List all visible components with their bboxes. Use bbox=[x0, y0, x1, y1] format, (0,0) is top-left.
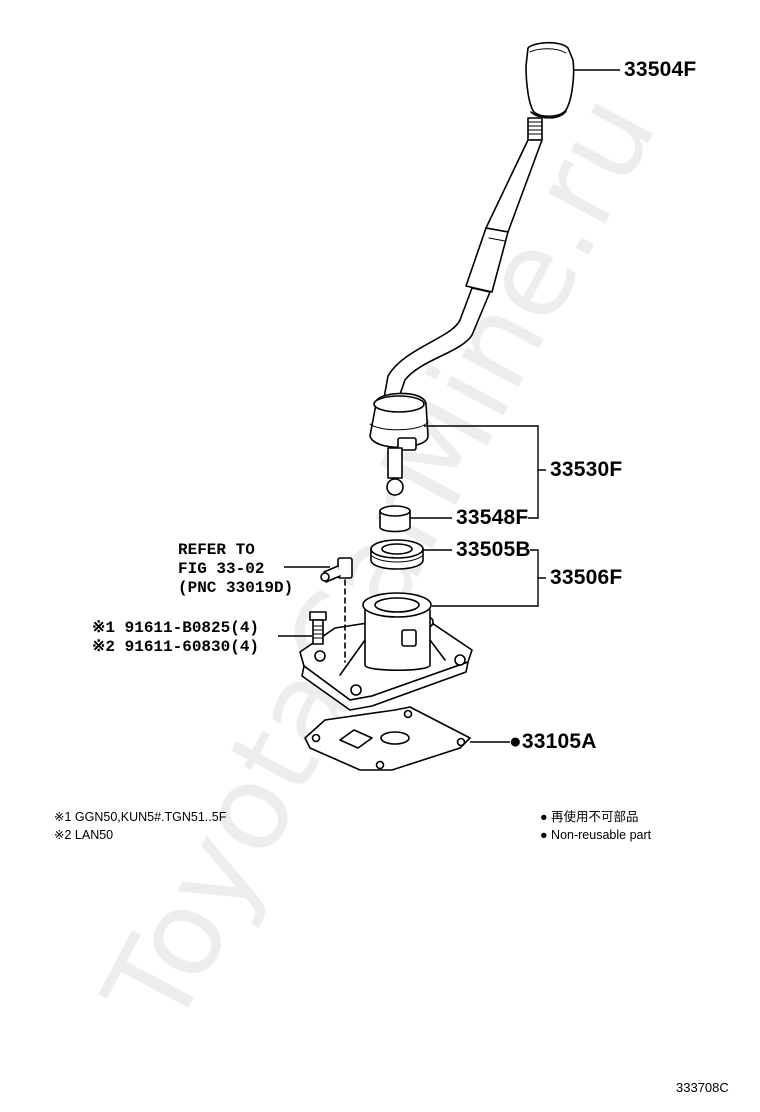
shift-knob bbox=[525, 41, 575, 119]
part-label-seat: 33505B bbox=[456, 538, 531, 561]
leader-retainer-bracket bbox=[432, 549, 546, 607]
bolt-line-2: ※2 91611-60830(4) bbox=[92, 638, 260, 656]
refer-line-3: (PNC 33019D) bbox=[178, 579, 294, 597]
legend-en-text: Non-reusable part bbox=[551, 828, 652, 842]
lever-ball-housing bbox=[369, 392, 429, 496]
footnotes: ※1 GGN50,KUN5#.TGN51..5F ※2 LAN50 bbox=[54, 808, 226, 844]
legend-dot-icon: ● bbox=[540, 828, 548, 842]
part-label-knob: 33504F bbox=[624, 58, 697, 81]
leader-lever-bracket bbox=[424, 425, 546, 519]
refer-text: REFER TO FIG 33-02 (PNC 33019D) bbox=[178, 541, 293, 598]
bolt-line-1: ※1 91611-B0825(4) bbox=[92, 619, 260, 637]
lever-rod-upper bbox=[485, 139, 543, 233]
legend-dot-icon: ● bbox=[540, 810, 548, 824]
lever-sleeve bbox=[465, 227, 509, 293]
footnote-1: ※1 GGN50,KUN5#.TGN51..5F bbox=[54, 810, 227, 824]
lever-thread bbox=[527, 117, 543, 141]
refer-line-1: REFER TO bbox=[178, 541, 255, 559]
figure-code: 333708C bbox=[676, 1080, 729, 1095]
part-label-bushing: 33548F bbox=[456, 506, 529, 529]
gasket-part bbox=[304, 706, 471, 771]
bushing-part bbox=[379, 505, 411, 533]
non-reusable-marker: ● bbox=[509, 730, 522, 753]
bolt-part-numbers: ※1 91611-B0825(4) ※2 91611-60830(4) bbox=[92, 619, 259, 657]
part-label-gasket: ●33105A bbox=[509, 730, 597, 754]
refer-line-2: FIG 33-02 bbox=[178, 560, 265, 578]
bolt-part bbox=[309, 611, 327, 645]
gasket-number: 33105A bbox=[521, 730, 597, 753]
refer-fitting bbox=[320, 557, 353, 583]
legend-jp-text: 再使用不可部品 bbox=[551, 810, 639, 824]
legend-row-jp: ● 再使用不可部品 bbox=[540, 808, 651, 826]
seat-part bbox=[370, 539, 424, 570]
legend: ● 再使用不可部品 ● Non-reusable part bbox=[540, 808, 651, 844]
legend-row-en: ● Non-reusable part bbox=[540, 826, 651, 844]
part-label-retainer-assy: 33506F bbox=[550, 566, 623, 589]
footnote-2: ※2 LAN50 bbox=[54, 828, 114, 842]
part-label-lever-assy: 33530F bbox=[550, 458, 623, 481]
lever-rod-lower bbox=[383, 287, 491, 401]
retainer-base bbox=[299, 592, 473, 711]
